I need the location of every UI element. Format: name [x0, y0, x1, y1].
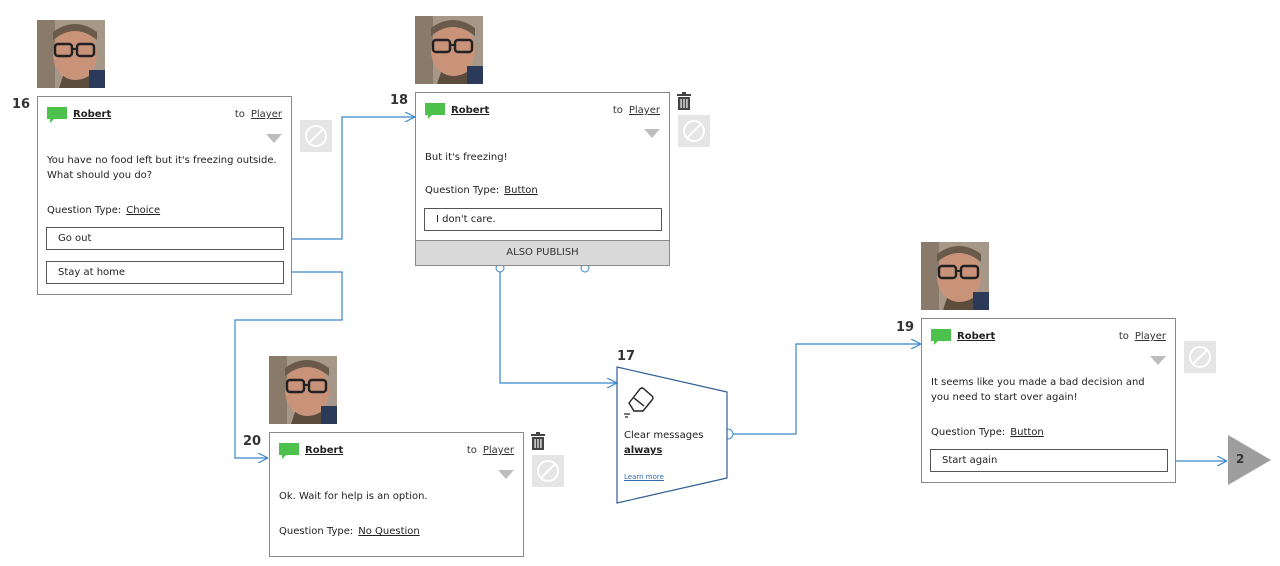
question-type-link[interactable]: Button: [504, 185, 538, 196]
message-text[interactable]: But it's freezing!: [425, 152, 508, 163]
to-label: to: [234, 109, 245, 120]
avatar: [269, 356, 337, 424]
block-icon[interactable]: [1184, 341, 1216, 373]
question-type-link[interactable]: Button: [1010, 427, 1044, 438]
to-label: to: [466, 445, 477, 456]
block-icon[interactable]: [678, 115, 710, 147]
question-type-label: Question Type:: [279, 526, 354, 537]
recipient: to Player: [1119, 331, 1166, 342]
message-text[interactable]: Ok. Wait for help is an option.: [279, 491, 428, 502]
question-type: Question Type: Choice: [47, 205, 160, 216]
recipient-link[interactable]: Player: [628, 105, 660, 116]
question-type-label: Question Type:: [47, 205, 122, 216]
node-number: 16: [12, 97, 31, 112]
clear-mode-link[interactable]: always: [624, 445, 663, 456]
node-number: 19: [896, 320, 915, 335]
connector-go-out-to-18: [283, 117, 414, 240]
trash-icon[interactable]: [531, 432, 545, 450]
question-type-label: Question Type:: [425, 185, 500, 196]
answer-option[interactable]: Start again: [930, 449, 1168, 472]
message-node-19[interactable]: Robert to Player It seems like you made a…: [921, 318, 1176, 483]
connector-18-to-17: [499, 266, 616, 383]
trash-icon[interactable]: [677, 92, 691, 110]
connector-17-to-19: [728, 344, 920, 435]
eraser-icon: [624, 387, 654, 418]
question-type: Question Type: Button: [931, 427, 1044, 438]
speaker-name[interactable]: Robert: [957, 331, 996, 342]
message-node-20[interactable]: Robert to Player Ok. Wait for help is an …: [269, 432, 524, 557]
to-label: to: [1118, 331, 1129, 342]
clear-messages-label: Clear messages always: [624, 428, 703, 458]
node-number: 17: [617, 349, 636, 364]
chat-bubble-icon: [279, 443, 299, 459]
avatar: [415, 16, 483, 84]
recipient-link[interactable]: Player: [250, 109, 282, 120]
question-type-link[interactable]: Choice: [126, 205, 161, 216]
avatar: [921, 242, 989, 310]
answer-option[interactable]: Go out: [46, 227, 284, 250]
node-number: 18: [390, 93, 409, 108]
goto-triangle-icon[interactable]: [1226, 434, 1272, 486]
clear-messages-text: Clear messages: [624, 430, 704, 441]
question-type-label: Question Type:: [931, 427, 1006, 438]
connector-stay-home-to-20: [234, 271, 343, 458]
goto-target-label: 2: [1236, 452, 1245, 466]
block-icon[interactable]: [300, 120, 332, 152]
answer-option[interactable]: I don't care.: [424, 208, 662, 231]
block-icon[interactable]: [532, 455, 564, 487]
chevron-down-icon[interactable]: [1150, 356, 1166, 365]
answer-option[interactable]: Stay at home: [46, 261, 284, 284]
message-text[interactable]: You have no food left but it's freezing …: [47, 155, 277, 181]
clear-messages-node-17[interactable]: [616, 366, 728, 504]
also-publish-button[interactable]: ALSO PUBLISH: [416, 240, 669, 265]
chevron-down-icon[interactable]: [498, 470, 514, 479]
recipient-link[interactable]: Player: [482, 445, 514, 456]
speaker-name[interactable]: Robert: [305, 445, 344, 456]
to-label: to: [612, 105, 623, 116]
question-type: Question Type: Button: [425, 185, 538, 196]
chevron-down-icon[interactable]: [644, 129, 660, 138]
node-number: 20: [243, 434, 262, 449]
recipient: to Player: [613, 105, 660, 116]
recipient-link[interactable]: Player: [1134, 331, 1166, 342]
recipient: to Player: [235, 109, 282, 120]
recipient: to Player: [467, 445, 514, 456]
speaker-name[interactable]: Robert: [73, 109, 112, 120]
learn-more-link[interactable]: Learn more: [624, 473, 664, 481]
question-type: Question Type: No Question: [279, 526, 420, 537]
chevron-down-icon[interactable]: [266, 134, 282, 143]
chat-bubble-icon: [931, 329, 951, 345]
chat-bubble-icon: [425, 103, 445, 119]
message-text[interactable]: It seems like you made a bad decision an…: [931, 377, 1145, 403]
speaker-name[interactable]: Robert: [451, 105, 490, 116]
chat-bubble-icon: [47, 107, 67, 123]
question-type-link[interactable]: No Question: [358, 526, 420, 537]
message-node-18[interactable]: Robert to Player But it's freezing! Quest…: [415, 92, 670, 266]
message-node-16[interactable]: Robert to Player You have no food left bu…: [37, 96, 292, 295]
avatar: [37, 20, 105, 88]
